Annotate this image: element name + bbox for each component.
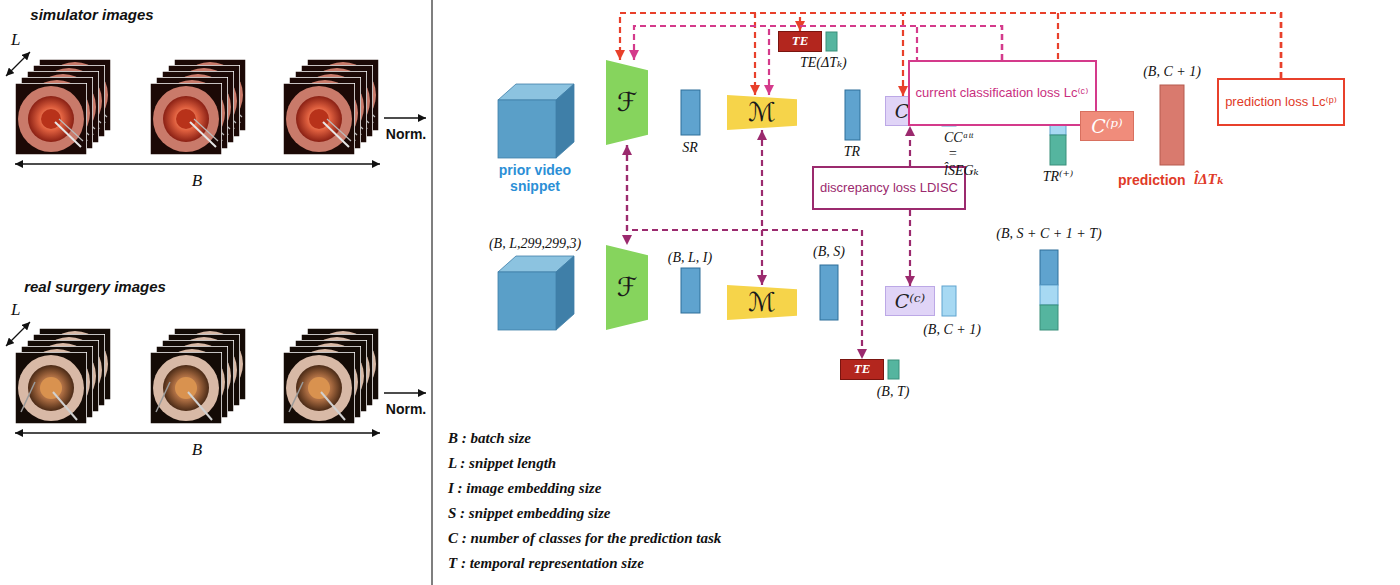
node-text: ℱ (617, 273, 637, 302)
definition: I : image embedding size (448, 480, 601, 497)
loss-connector (634, 26, 1002, 60)
node-text: prediction loss Lᴄ⁽ᵖ⁾ (1225, 94, 1337, 110)
trapezoid-shape (606, 245, 648, 330)
loss-box: current classification loss Lᴄ⁽ᶜ⁾ (908, 60, 1097, 126)
node-text: discrepancy loss LDISC (820, 180, 958, 196)
node-text: TE (854, 362, 871, 376)
step-label: Norm. (386, 126, 426, 142)
output-label: prediction (1118, 172, 1186, 188)
time-encoding-box: TE (840, 359, 884, 380)
shape-label: (B, T) (877, 384, 910, 400)
node-text: TE (792, 34, 809, 48)
time-encoding-box: TE (778, 31, 822, 52)
dimension-symbol: B (192, 171, 202, 191)
tensor-label: SR (682, 140, 698, 156)
step-label: Norm. (386, 401, 426, 417)
trapezoid-shape (727, 95, 797, 130)
trapezoid-shape (606, 60, 648, 145)
loss-connector (909, 126, 911, 166)
loss-box: discrepancy loss LDISC (812, 166, 966, 210)
tensor-label: = (948, 146, 957, 162)
node-text: ℱ (617, 88, 637, 117)
loss-box: prediction loss Lᴄ⁽ᵖ⁾ (1217, 78, 1345, 126)
shape-label: (B, S + C + 1 + T) (996, 226, 1101, 242)
tensor-label: TR⁽⁺⁾ (1043, 168, 1074, 185)
shape-label: (B, S) (813, 244, 845, 260)
encoder-trapezoid: ℱ (606, 245, 648, 330)
input-label: prior video snippet (495, 162, 575, 194)
encoder-trapezoid: ℱ (606, 60, 648, 145)
temporal-model-trapezoid: ℳ (727, 285, 797, 320)
dimension-symbol: L (11, 300, 20, 320)
definition: C : number of classes for the prediction… (448, 530, 721, 547)
definition: T : temporal representation size (448, 555, 644, 572)
tensor-label: TE(ΔTₖ) (800, 54, 847, 71)
classifier-box: C⁽ᶜ⁾ (885, 286, 935, 316)
tensor-label: l̂SEGₖ (944, 162, 979, 179)
loss-connector (909, 210, 911, 286)
temporal-model-trapezoid: ℳ (727, 95, 797, 130)
node-text: C⁽ᶜ⁾ (895, 290, 926, 312)
tensor-label: TR (844, 144, 860, 160)
shape-label: (B, C + 1) (923, 322, 981, 338)
node-text: current classification loss Lᴄ⁽ᶜ⁾ (916, 85, 1089, 101)
dimension-symbol: L (11, 30, 20, 50)
definition: B : batch size (448, 430, 531, 447)
panel-heading: simulator images (30, 6, 153, 23)
shape-label: (B, L, I) (668, 250, 712, 266)
panel-heading: real surgery images (24, 278, 166, 295)
loss-connector (761, 130, 763, 285)
shape-label: (B, L,299,299,3) (489, 236, 581, 252)
tensor-label: CCᵃᵗᵗ (944, 130, 973, 146)
node-text: ℳ (748, 98, 776, 127)
dimension-symbol: B (192, 440, 202, 460)
shape-label: (B, C + 1) (1143, 64, 1201, 80)
definition: L : snippet length (448, 455, 556, 472)
trapezoid-shape (727, 285, 797, 320)
output-label: l̂ΔTₖ (1194, 170, 1225, 188)
node-text: ℳ (748, 288, 776, 317)
node-text: C⁽ᵖ⁾ (1091, 115, 1122, 137)
definition: S : snippet embedding size (448, 505, 611, 522)
classifier-box: C⁽ᵖ⁾ (1080, 111, 1134, 141)
